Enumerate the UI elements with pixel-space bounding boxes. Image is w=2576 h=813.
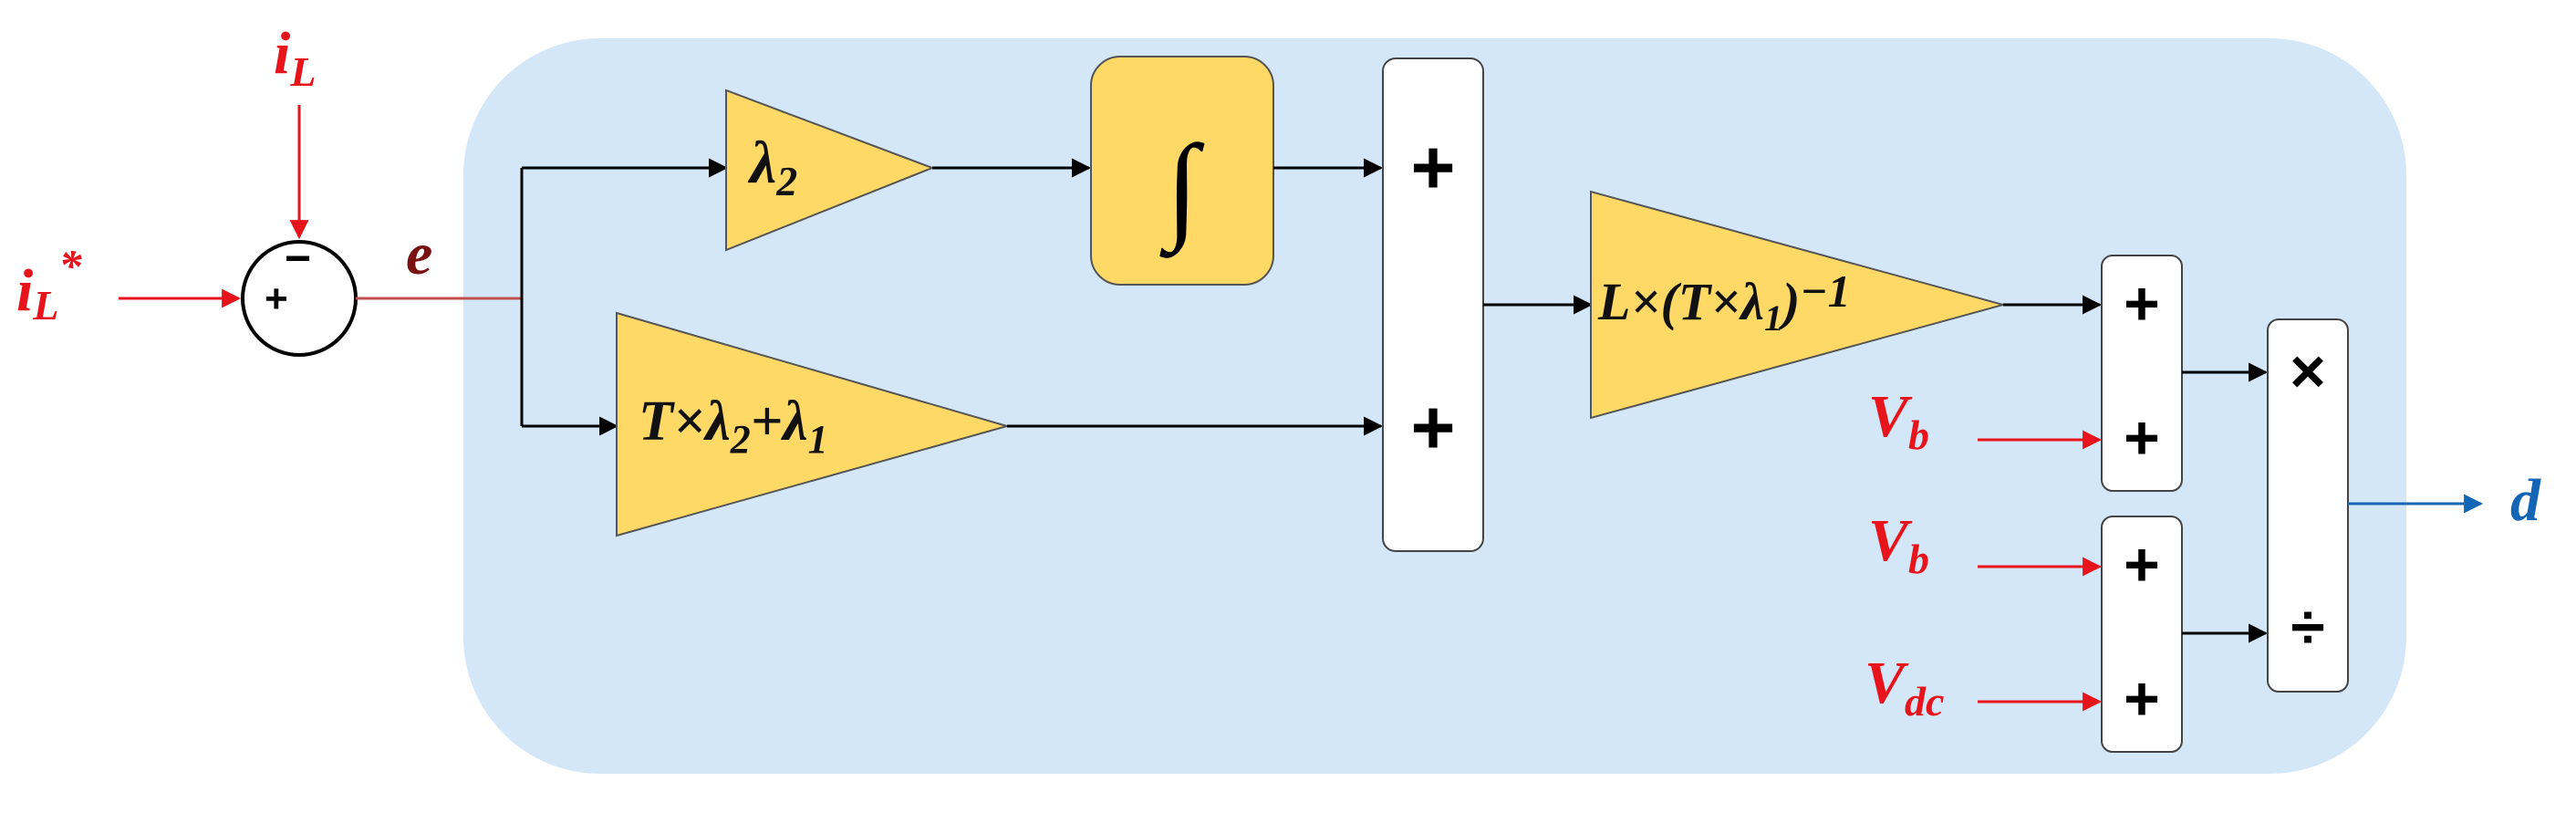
summing-plus-sign: + <box>265 276 288 321</box>
input-vdc-label: Vdc <box>1864 650 1944 724</box>
input-vb-top-label: Vb <box>1868 383 1929 458</box>
integrator-symbol: ∫ <box>1158 121 1204 258</box>
gain-lambda2-block: λ2 <box>725 89 935 252</box>
sum3-plus-bottom: + <box>2124 664 2160 734</box>
multiply-divide-block: × ÷ <box>2267 318 2349 693</box>
sum3-plus-top: + <box>2124 530 2160 599</box>
gain-lambda2-label: λ2 <box>747 130 797 204</box>
divide-sign: ÷ <box>2290 592 2324 662</box>
input-vb-bottom-label: Vb <box>1868 507 1929 582</box>
integrator-block: ∫ <box>1090 56 1274 286</box>
sum2-plus-bottom: + <box>2124 403 2160 473</box>
gain-l-block: L×(T×λ1)−1 <box>1590 190 2007 420</box>
output-d-label: d <box>2510 467 2541 534</box>
input-il-star-label: iL* <box>16 240 82 328</box>
multiply-sign: × <box>2290 337 2326 406</box>
sum1-plus-top: + <box>1410 124 1455 210</box>
sum-block-2: + + <box>2101 255 2183 492</box>
error-signal-label: e <box>406 221 432 287</box>
sum2-plus-top: + <box>2124 269 2160 339</box>
gain-l-label: L×(T×λ1)−1 <box>1597 266 1851 339</box>
gain-t-lambda-block: T×λ2+λ1 <box>616 311 1011 537</box>
sum1-plus-bottom: + <box>1410 384 1455 470</box>
gain-t-lambda-label: T×λ2+λ1 <box>639 391 828 462</box>
summing-junction: + − <box>241 233 358 357</box>
input-il-label: iL <box>274 20 316 95</box>
summing-minus-sign: − <box>285 233 311 284</box>
sum-block-1: + + <box>1382 57 1484 552</box>
sum-block-3: + + <box>2101 516 2183 753</box>
